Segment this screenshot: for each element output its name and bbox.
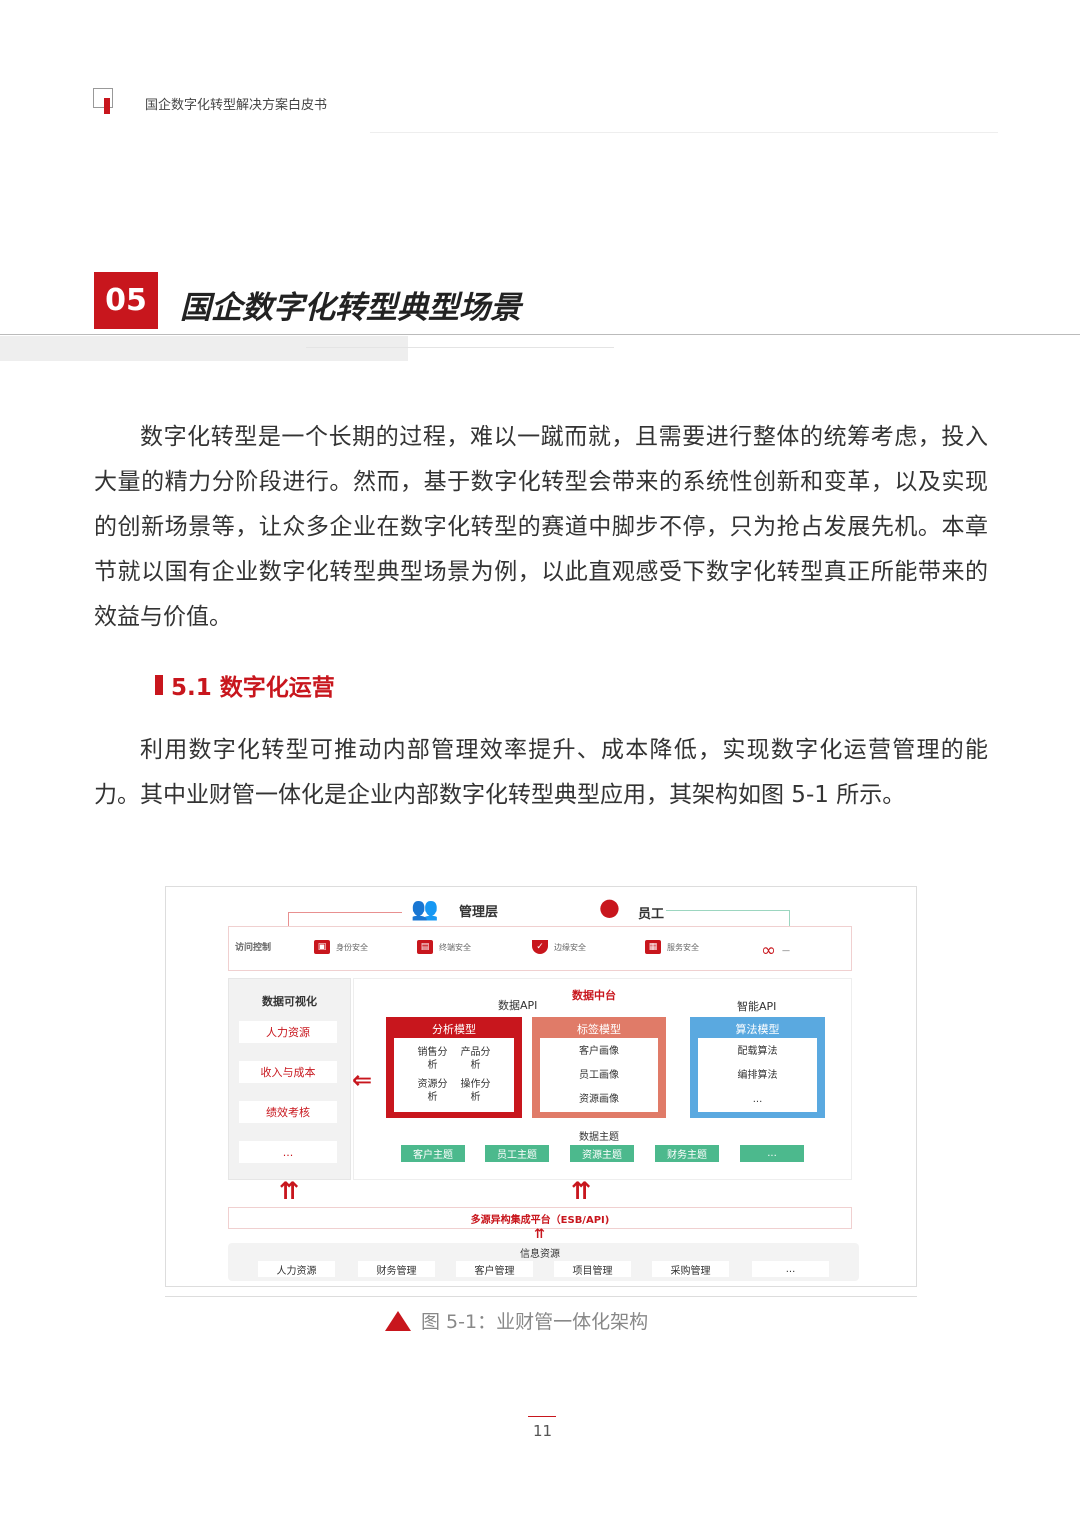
- info-item: ...: [752, 1261, 829, 1277]
- algo-item: 编排算法: [737, 1070, 778, 1081]
- infinity-icon: ∞: [761, 940, 776, 961]
- intro-paragraph: 数字化转型是一个长期的过程，难以一蹴而就，且需要进行整体的统筹考虑，投入大量的精…: [94, 424, 988, 630]
- section-marker: [155, 675, 163, 695]
- caption-text: 图 5-1：业财管一体化架构: [421, 1311, 649, 1333]
- up-arrow-icon: ⇈: [534, 1227, 545, 1242]
- tag-item: 员工画像: [579, 1070, 619, 1081]
- visual-item: ...: [239, 1141, 337, 1163]
- header-divider: [370, 132, 998, 133]
- algo-item: ...: [752, 1094, 763, 1105]
- connector-line: [666, 910, 789, 911]
- header-logo-accent: [104, 98, 110, 114]
- theme-pill: 客户主题: [401, 1145, 465, 1162]
- up-arrow-icon: ⇈: [571, 1177, 592, 1205]
- access-item: ▤终端安全: [417, 940, 471, 954]
- esb-platform: 多源异构集成平台（ESB/API): [228, 1207, 852, 1229]
- connector-line: [288, 912, 402, 913]
- info-item: 项目管理: [554, 1261, 631, 1277]
- chapter-divider: [0, 334, 1080, 335]
- visualization-title: 数据可视化: [262, 995, 317, 1008]
- tag-item: 客户画像: [579, 1046, 619, 1057]
- algorithm-model: 算法模型 配载算法 编排算法 ...: [690, 1017, 825, 1118]
- tag-title: 标签模型: [577, 1023, 621, 1036]
- employee-icon: ●: [599, 893, 620, 921]
- access-item: ✓边缘安全: [532, 940, 586, 954]
- analysis-item: 资源分析: [417, 1079, 448, 1103]
- analysis-item: 产品分析: [460, 1047, 491, 1071]
- up-arrow-icon: ⇈: [279, 1177, 300, 1205]
- service-icon: ▦: [645, 940, 661, 954]
- chapter-number: 05: [94, 272, 158, 329]
- header-title: 国企数字化转型解决方案白皮书: [145, 98, 328, 113]
- analysis-title: 分析模型: [432, 1023, 476, 1036]
- section-paragraph: 利用数字化转型可推动内部管理效率提升、成本降低，实现数字化运营管理的能力。其中业…: [94, 737, 988, 808]
- info-item: 财务管理: [358, 1261, 435, 1277]
- smart-api-label: 智能API: [737, 1000, 777, 1013]
- analysis-model: 分析模型 销售分析 产品分析 资源分析 操作分析: [386, 1017, 522, 1118]
- id-card-icon: ▣: [314, 940, 330, 954]
- tag-model: 标签模型 客户画像 员工画像 资源画像: [532, 1017, 666, 1118]
- shield-icon: ✓: [532, 940, 548, 954]
- chapter-title: 国企数字化转型典型场景: [180, 290, 521, 326]
- theme-pill: 员工主题: [485, 1145, 549, 1162]
- visual-item: 绩效考核: [239, 1101, 337, 1123]
- access-label: 访问控制: [235, 943, 272, 953]
- terminal-icon: ▤: [417, 940, 433, 954]
- triangle-icon: [385, 1310, 411, 1331]
- visual-item: 收入与成本: [239, 1061, 337, 1083]
- access-item: ∞—: [761, 940, 790, 961]
- section-heading: 5.1 数字化运营: [155, 668, 335, 702]
- section-title: 5.1 数字化运营: [171, 675, 335, 701]
- employee-label: 员工: [638, 907, 665, 922]
- left-arrow-icon: ⇐: [352, 1066, 373, 1094]
- chapter-subline: [306, 347, 614, 348]
- analysis-item: 操作分析: [460, 1079, 491, 1103]
- middle-platform-title: 数据中台: [572, 989, 616, 1002]
- header-logo: [93, 88, 113, 108]
- visualization-panel: 数据可视化 人力资源 收入与成本 绩效考核 ...: [228, 978, 351, 1180]
- access-control-bar: 访问控制 ▣身份安全 ▤终端安全 ✓边缘安全 ▦服务安全 ∞—: [228, 926, 852, 971]
- tag-item: 资源画像: [579, 1094, 619, 1105]
- theme-pill: 财务主题: [655, 1145, 719, 1162]
- info-item: 采购管理: [652, 1261, 729, 1277]
- theme-pill: ...: [740, 1145, 804, 1162]
- chapter-band: [0, 336, 408, 361]
- access-item: ▣身份安全: [314, 940, 368, 954]
- page-number: 11: [533, 1422, 553, 1440]
- analysis-item: 销售分析: [417, 1047, 448, 1071]
- figure-caption: 图 5-1：业财管一体化架构: [385, 1307, 648, 1334]
- management-label: 管理层: [459, 905, 499, 920]
- info-item: 人力资源: [258, 1261, 335, 1277]
- info-resources-title: 信息资源: [520, 1249, 560, 1260]
- figure-divider: [165, 1296, 917, 1297]
- info-item: 客户管理: [456, 1261, 533, 1277]
- access-item: ▦服务安全: [645, 940, 699, 954]
- page-number-line: [528, 1416, 556, 1417]
- data-api-label: 数据API: [498, 999, 538, 1012]
- themes-title: 数据主题: [579, 1132, 619, 1143]
- visual-item: 人力资源: [239, 1021, 337, 1043]
- connector-line: [288, 912, 289, 926]
- connector-line: [789, 910, 790, 926]
- algo-item: 配载算法: [737, 1046, 778, 1057]
- management-icon: 👥: [411, 897, 439, 922]
- theme-pill: 资源主题: [570, 1145, 634, 1162]
- algo-title: 算法模型: [735, 1023, 780, 1036]
- architecture-figure: 👥 管理层 ● 员工 访问控制 ▣身份安全 ▤终端安全 ✓边缘安全 ▦服务安全 …: [165, 886, 917, 1287]
